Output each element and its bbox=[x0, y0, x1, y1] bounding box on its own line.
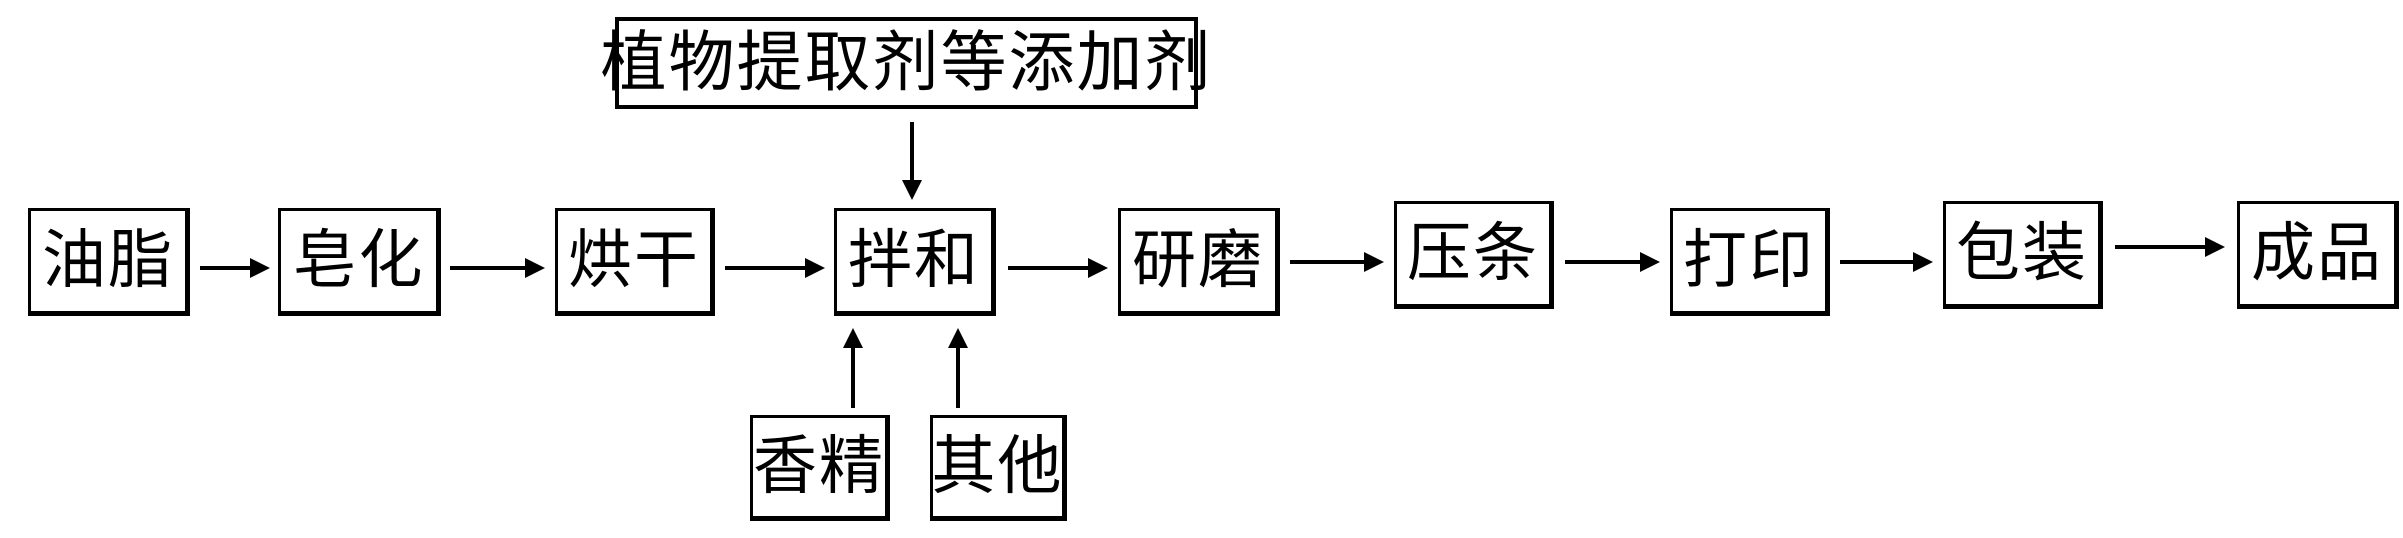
step-mixing-box: 拌和 bbox=[834, 208, 996, 316]
arrow-grinding-to-pressing bbox=[1290, 252, 1384, 272]
step-packaging-box: 包装 bbox=[1943, 201, 2103, 309]
step-printing-label: 打印 bbox=[1683, 224, 1815, 298]
step-grinding-label: 研磨 bbox=[1132, 224, 1264, 298]
step-packaging-label: 包装 bbox=[1956, 217, 2088, 291]
step-pressing-label: 压条 bbox=[1407, 217, 1539, 291]
arrow-saponification-to-drying bbox=[450, 258, 545, 278]
arrow-printing-to-packaging bbox=[1840, 252, 1933, 272]
step-saponification-label: 皂化 bbox=[292, 224, 425, 298]
step-mixing-label: 拌和 bbox=[848, 224, 980, 298]
step-product-box: 成品 bbox=[2237, 201, 2399, 309]
arrow-drying-to-mixing bbox=[725, 258, 825, 278]
step-pressing-box: 压条 bbox=[1394, 201, 1554, 309]
arrow-fragrance-to-mixing bbox=[843, 328, 863, 408]
step-drying-label: 烘干 bbox=[568, 224, 700, 298]
step-oil-box: 油脂 bbox=[28, 208, 190, 316]
arrow-pressing-to-printing bbox=[1565, 252, 1660, 272]
arrow-additive-to-mixing bbox=[902, 122, 922, 200]
fragrance-input-box: 香精 bbox=[750, 415, 890, 521]
fragrance-label: 香精 bbox=[753, 430, 885, 504]
step-oil-label: 油脂 bbox=[42, 224, 174, 298]
other-label: 其他 bbox=[931, 430, 1064, 504]
step-drying-box: 烘干 bbox=[555, 208, 715, 316]
arrow-oil-to-saponification bbox=[200, 258, 270, 278]
arrow-packaging-to-product bbox=[2115, 237, 2225, 257]
other-input-box: 其他 bbox=[930, 415, 1067, 521]
arrow-other-to-mixing bbox=[948, 328, 968, 408]
step-grinding-box: 研磨 bbox=[1118, 208, 1280, 316]
additive-label: 植物提取剂等添加剂 bbox=[600, 24, 1213, 101]
step-printing-box: 打印 bbox=[1670, 208, 1830, 316]
arrow-mixing-to-grinding bbox=[1008, 258, 1108, 278]
additive-input-box: 植物提取剂等添加剂 bbox=[601, 17, 1211, 109]
step-saponification-box: 皂化 bbox=[278, 208, 441, 316]
step-product-label: 成品 bbox=[2251, 217, 2383, 291]
